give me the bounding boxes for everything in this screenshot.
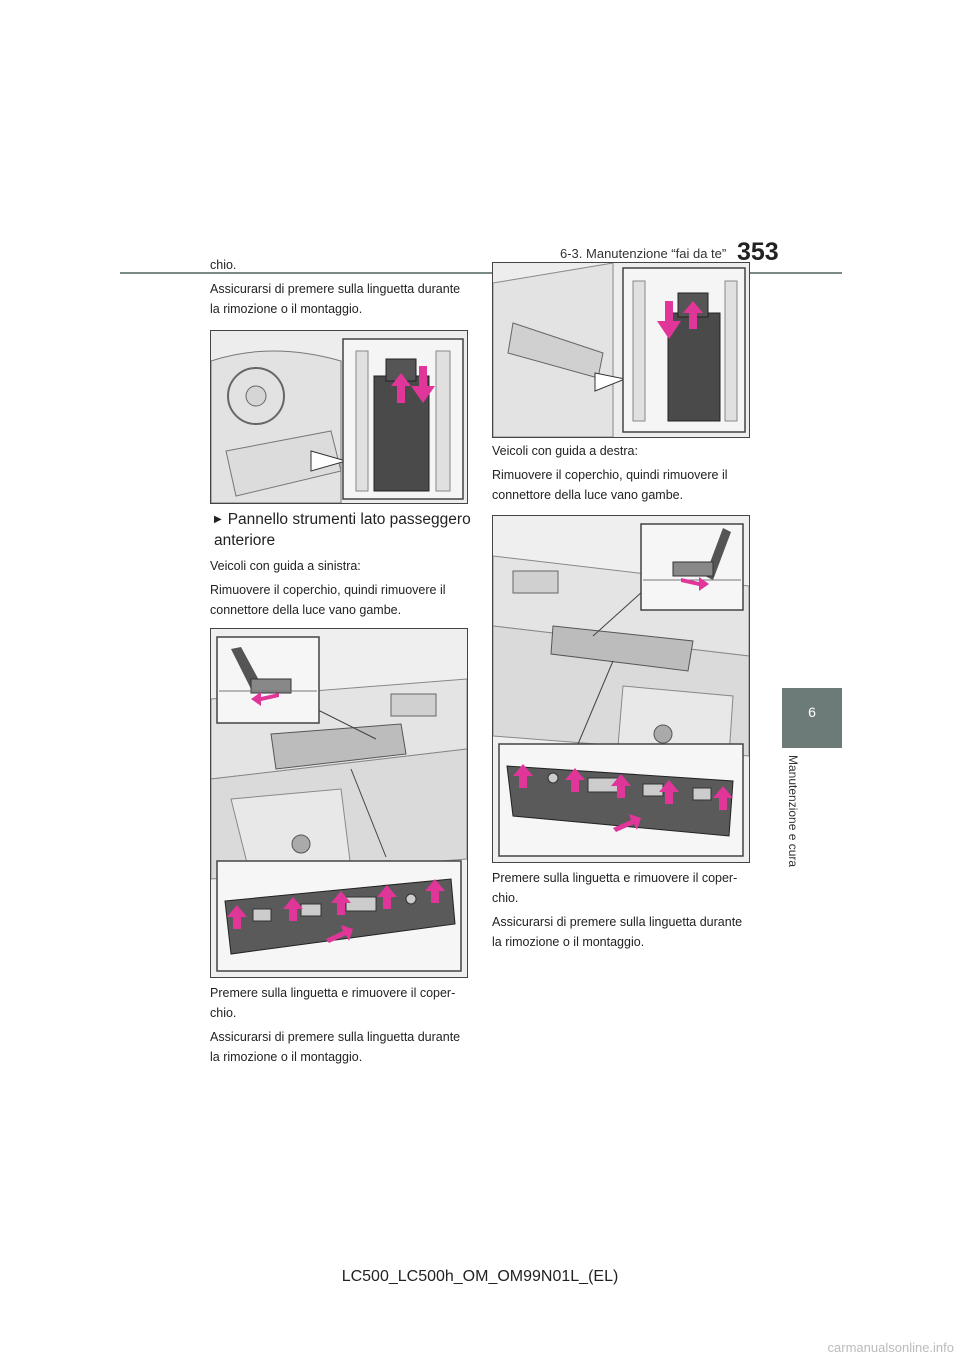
- triangle-marker-icon: ▶: [214, 514, 222, 525]
- continued-text: chio.: [210, 258, 237, 272]
- vehicle-rhd-label: Veicoli con guida a destra:: [492, 444, 638, 458]
- chapter-title: Manutenzione e cura: [786, 755, 800, 868]
- instruction-lhd: Rimuovere il coperchio, quindi rimuovere…: [210, 583, 446, 617]
- section-heading-text: Pannello strumenti lato passeggero anter…: [214, 511, 471, 549]
- note-text-2: Assicurarsi di premere sulla linguetta d…: [210, 1030, 461, 1064]
- footer-model-code: LC500_LC500h_OM_OM99N01L_(EL): [341, 1268, 619, 1285]
- section-heading: ▶Pannello strumenti lato passeggero ante…: [214, 509, 474, 551]
- note-text-1: Assicurarsi di premere sulla linguetta d…: [210, 282, 461, 316]
- section-title: 6-3. Manutenzione “fai da te”: [560, 246, 727, 261]
- header-rule: [120, 272, 842, 274]
- chapter-number: 6: [808, 704, 816, 720]
- page-number: 353: [737, 238, 779, 266]
- figure-dashboard-lhd: [210, 628, 468, 978]
- note-text-3: Assicurarsi di premere sulla linguetta d…: [492, 915, 743, 949]
- figure-console-cover: [210, 330, 468, 504]
- figure-console-rhd: [492, 262, 750, 438]
- figure-dashboard-rhd: [492, 515, 750, 863]
- watermark: carmanualsonline.info: [827, 1340, 954, 1355]
- instruction-rhd: Rimuovere il coperchio, quindi rimuovere…: [492, 468, 728, 502]
- step-lhd: Premere sulla linguetta e rimuovere il c…: [210, 986, 456, 1020]
- vehicle-lhd-label: Veicoli con guida a sinistra:: [210, 559, 361, 573]
- step-rhd: Premere sulla linguetta e rimuovere il c…: [492, 871, 738, 905]
- chapter-tab: [782, 688, 842, 748]
